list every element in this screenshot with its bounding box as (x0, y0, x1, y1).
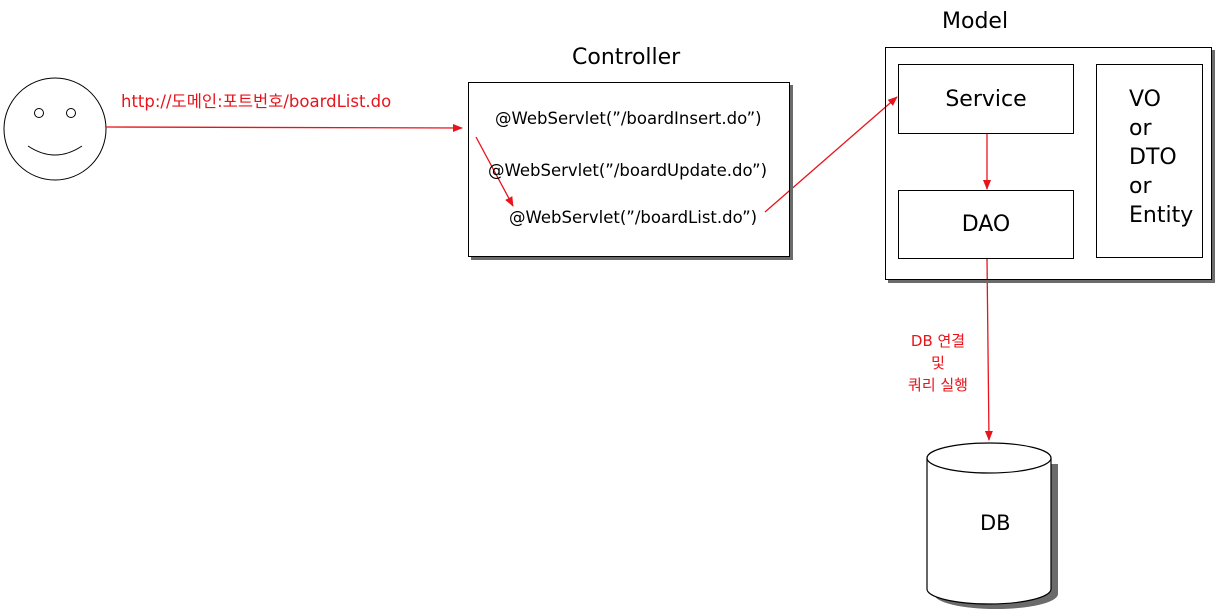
service-box: Service (898, 64, 1074, 134)
model-box: Service DAO VO or DTO or Entity (885, 47, 1212, 280)
request-arrow (105, 123, 463, 132)
dto-line: DTO (1129, 145, 1177, 170)
db-connection-note: DB 연결 및 쿼리 실행 (878, 330, 998, 396)
servlet-board-list: @WebServlet(”/boardList.do”) (509, 208, 758, 227)
servlet-board-update: @WebServlet(”/boardUpdate.do”) (488, 161, 768, 180)
or-line: or (1129, 174, 1152, 199)
database-label: DB (980, 511, 1011, 535)
controller-box: @WebServlet(”/boardInsert.do”) @WebServl… (468, 82, 790, 257)
database-cylinder (926, 442, 1058, 609)
service-label: Service (945, 86, 1027, 112)
request-url-label: http://도메인:포트번호/boardList.do (121, 92, 392, 111)
controller-title: Controller (572, 45, 681, 70)
servlet-board-insert: @WebServlet(”/boardInsert.do”) (495, 109, 762, 128)
dispatch-arrow (475, 136, 514, 207)
dao-label: DAO (961, 212, 1011, 237)
controller-to-service-arrow (764, 96, 898, 213)
db-note-line: DB 연결 (910, 332, 966, 350)
entity-line: Entity (1129, 203, 1194, 228)
user-face-icon (3, 77, 107, 181)
db-note-line: 및 (931, 354, 945, 372)
model-title: Model (942, 9, 1009, 34)
dao-to-db-arrow (984, 257, 993, 441)
or-line: or (1129, 116, 1152, 141)
vo-dto-entity-box: VO or DTO or Entity (1096, 64, 1203, 258)
db-note-line: 쿼리 실행 (908, 376, 968, 394)
vo-line: VO (1129, 87, 1161, 112)
dao-box: DAO (898, 190, 1074, 259)
